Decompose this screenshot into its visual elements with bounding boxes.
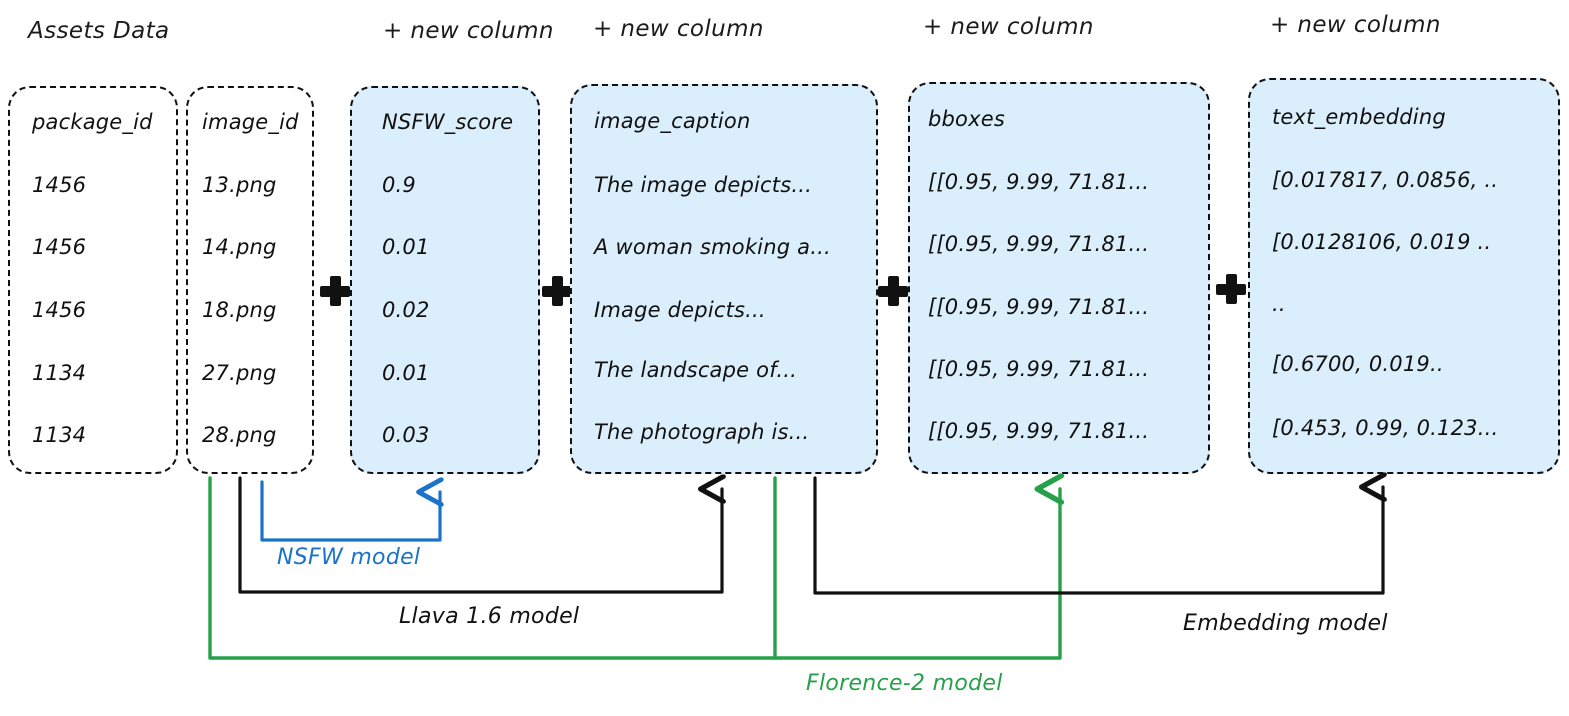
cell-text-embedding-3: [0.6700, 0.019..	[1272, 352, 1444, 376]
cell-bboxes-3: [[0.95, 9.99, 71.81...	[928, 357, 1150, 381]
label-llava-model: Llava 1.6 model	[399, 604, 580, 629]
cell-nsfw-score-3: 0.01	[382, 361, 430, 385]
cell-image-id-3: 27.png	[202, 361, 277, 385]
cell-package-id-2: 1456	[32, 298, 87, 322]
new-column-label-bboxes: + new column	[923, 14, 1094, 40]
cell-package-id-3: 1134	[32, 361, 87, 385]
cell-package-id-0: 1456	[32, 173, 87, 197]
cell-text-embedding-2: ..	[1272, 292, 1286, 316]
column-nsfw-score	[350, 86, 540, 474]
column-package-id	[8, 86, 178, 474]
column-bboxes	[908, 82, 1210, 474]
cell-image-caption-3: The landscape of...	[594, 358, 798, 382]
plus-separator-2	[542, 276, 572, 306]
column-header-nsfw-score: NSFW_score	[382, 110, 514, 134]
label-nsfw-model: NSFW model	[277, 545, 421, 570]
connector-llava-model	[238, 478, 722, 594]
cell-text-embedding-4: [0.453, 0.99, 0.123...	[1272, 416, 1499, 440]
cell-image-id-1: 14.png	[202, 235, 277, 259]
cell-text-embedding-1: [0.0128106, 0.019 ..	[1272, 230, 1492, 254]
new-column-label-nsfw-score: + new column	[383, 18, 554, 44]
cell-bboxes-2: [[0.95, 9.99, 71.81...	[928, 295, 1150, 319]
cell-image-id-4: 28.png	[202, 423, 277, 447]
column-header-image-caption: image_caption	[594, 109, 751, 133]
new-column-label-text-embedding: + new column	[1270, 12, 1441, 38]
cell-nsfw-score-4: 0.03	[382, 423, 430, 447]
cell-image-id-0: 13.png	[202, 173, 277, 197]
column-text-embedding	[1248, 78, 1560, 474]
cell-bboxes-0: [[0.95, 9.99, 71.81...	[928, 170, 1150, 194]
cell-image-caption-0: The image depicts...	[594, 173, 812, 197]
label-florence-model: Florence-2 model	[806, 671, 1003, 696]
new-column-label-image-caption: + new column	[593, 16, 764, 42]
cell-bboxes-1: [[0.95, 9.99, 71.81...	[928, 232, 1150, 256]
column-image-caption	[570, 84, 878, 474]
column-header-image-id: image_id	[202, 110, 299, 134]
cell-package-id-1: 1456	[32, 235, 87, 259]
column-image-id	[186, 86, 314, 474]
connector-nsfw-model	[260, 482, 440, 542]
label-embedding-model: Embedding model	[1183, 611, 1388, 636]
cell-image-caption-1: A woman smoking a...	[594, 235, 831, 259]
plus-separator-3	[878, 276, 908, 306]
column-header-text-embedding: text_embedding	[1272, 105, 1446, 129]
cell-bboxes-4: [[0.95, 9.99, 71.81...	[928, 419, 1150, 443]
column-header-package-id: package_id	[32, 110, 153, 134]
cell-nsfw-score-2: 0.02	[382, 298, 430, 322]
cell-image-id-2: 18.png	[202, 298, 277, 322]
cell-image-caption-2: Image depicts...	[594, 298, 766, 322]
plus-separator-4	[1216, 274, 1246, 304]
cell-package-id-4: 1134	[32, 423, 87, 447]
page-title: Assets Data	[28, 18, 170, 44]
column-header-bboxes: bboxes	[928, 107, 1005, 131]
cell-nsfw-score-0: 0.9	[382, 173, 416, 197]
cell-nsfw-score-1: 0.01	[382, 235, 430, 259]
connector-embedding-model	[813, 478, 1383, 595]
cell-image-caption-4: The photograph is...	[594, 420, 810, 444]
plus-separator-1	[320, 276, 350, 306]
cell-text-embedding-0: [0.017817, 0.0856, ..	[1272, 168, 1499, 192]
